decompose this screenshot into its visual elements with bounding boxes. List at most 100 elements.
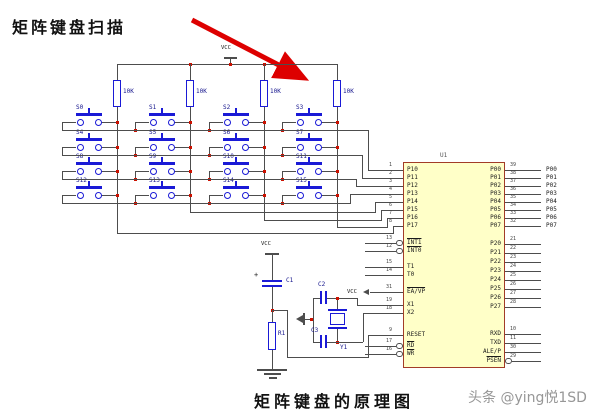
switch-left-wire — [135, 195, 149, 196]
switch-left-wire — [209, 195, 223, 196]
switch-label: S3 — [296, 104, 304, 111]
junction-dot — [188, 169, 192, 173]
pin-stub — [505, 289, 541, 290]
chip-ref: U1 — [440, 152, 448, 159]
crystal-left-wire — [313, 298, 314, 342]
pin-number: 14 — [385, 267, 392, 273]
cap-plate — [320, 335, 322, 348]
pin-name: P10 — [407, 166, 418, 173]
reset-route — [368, 335, 369, 357]
switch-button-tick — [161, 181, 163, 186]
port-label: P07 — [546, 222, 557, 229]
junction-dot — [335, 145, 339, 149]
column-bottom-wire — [117, 233, 394, 234]
watermark: 头条 @ying悦1SD — [468, 390, 587, 406]
pin-number: 21 — [510, 236, 517, 242]
pin-name: PSEN — [486, 357, 501, 364]
switch-terminal — [223, 191, 231, 199]
pin-number: 28 — [510, 299, 517, 305]
switch-right-wire — [101, 147, 117, 148]
pin-name: EA/VP — [407, 288, 426, 295]
reset-route — [272, 310, 288, 311]
switch-terminal — [149, 191, 157, 199]
switch-terminal — [241, 143, 249, 151]
ground-stub — [305, 319, 313, 320]
switch-terminal — [314, 167, 322, 175]
pin-name: WR — [407, 350, 415, 357]
wire-segment — [272, 310, 273, 322]
wire-segment — [357, 298, 358, 305]
pullup-resistor — [333, 80, 341, 107]
port-label: P00 — [546, 166, 557, 173]
junction-dot — [188, 120, 192, 124]
switch-terminal — [76, 191, 84, 199]
switch-button-tick — [308, 181, 310, 186]
switch-terminal — [167, 143, 175, 151]
pin-name: P00 — [490, 166, 501, 173]
switch-button-tick — [88, 133, 90, 138]
junction-dot — [335, 193, 339, 197]
switch-terminal — [167, 167, 175, 175]
switch-label: S14 — [223, 177, 234, 184]
column-riser — [387, 218, 388, 227]
pin-stub — [387, 218, 403, 219]
pin-stub — [362, 178, 403, 179]
pin-number: 12 — [385, 243, 392, 249]
pin-number: 3 — [388, 178, 392, 184]
switch-button-bar — [149, 162, 175, 165]
switch-right-wire — [101, 122, 117, 123]
switch-right-wire — [101, 171, 117, 172]
junction-dot — [262, 120, 266, 124]
column-wire — [264, 107, 265, 220]
crystal-label: Y1 — [340, 344, 348, 351]
pin-name: P06 — [490, 214, 501, 221]
switch-left-wire — [209, 122, 223, 123]
switch-label: S1 — [149, 104, 157, 111]
port-label: P06 — [546, 214, 557, 221]
ground-bar — [264, 373, 281, 375]
switch-left-wire — [62, 195, 76, 196]
pin-stub — [365, 346, 396, 347]
switch-button-bar — [223, 113, 249, 116]
pin-name: TXD — [490, 339, 501, 346]
pin-number: 6 — [388, 202, 392, 208]
column-bottom-wire — [190, 212, 376, 213]
switch-button-bar — [296, 162, 322, 165]
column-wire — [337, 64, 338, 80]
switch-terminal — [314, 143, 322, 151]
pin-stub — [375, 202, 403, 203]
pin-stub — [365, 251, 396, 252]
pin-name: X2 — [407, 309, 415, 316]
reset-resistor — [268, 322, 276, 350]
switch-label: S2 — [223, 104, 231, 111]
pin-stub — [505, 218, 541, 219]
ground-bar — [303, 313, 305, 325]
pin-name: P15 — [407, 206, 418, 213]
pin-name: P02 — [490, 182, 501, 189]
pin-number: 15 — [385, 259, 392, 265]
pin-name: RXD — [490, 330, 501, 337]
pin-number: 36 — [510, 186, 517, 192]
active-low-bubble — [396, 247, 403, 255]
pin-number: 2 — [388, 170, 392, 176]
capacitor-label: C2 — [318, 281, 326, 288]
switch-button-bar — [223, 186, 249, 189]
switch-terminal — [76, 118, 84, 126]
switch-button-tick — [235, 108, 237, 113]
pin-stub — [505, 170, 541, 171]
pin-name: RESET — [407, 331, 426, 338]
junction-dot — [335, 120, 339, 124]
crystal-plate — [328, 309, 347, 311]
switch-button-tick — [308, 133, 310, 138]
pin-name: X1 — [407, 301, 415, 308]
junction-dot — [228, 62, 232, 66]
column-wire — [117, 64, 118, 80]
junction-dot — [262, 193, 266, 197]
switch-terminal — [223, 167, 231, 175]
switch-elbow-wire — [62, 171, 63, 179]
ea-vcc-label: VCC — [347, 289, 357, 295]
pin-name: P17 — [407, 222, 418, 229]
switch-terminal — [296, 167, 304, 175]
pin-number: 17 — [385, 338, 392, 344]
